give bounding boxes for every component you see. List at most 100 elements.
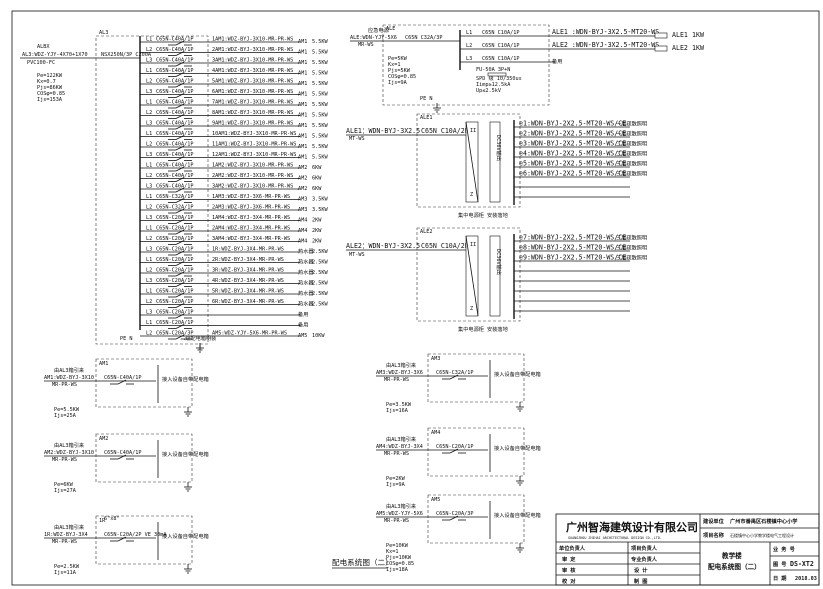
load-kw: 10KW <box>312 333 325 339</box>
ale2-name: ALE2 <box>420 229 433 235</box>
dest-label: 接入设备自带配电箱 <box>162 450 209 458</box>
breaker-label: C65N-C40A/1P <box>156 184 193 190</box>
emergency-light-icon <box>654 45 668 52</box>
load-dest: AM4 <box>298 239 307 245</box>
breaker-icon <box>168 303 192 308</box>
ale-main-breaker: C65N C32A/3P <box>405 35 442 41</box>
breaker-label: C65N-C40A/1P <box>156 110 193 116</box>
spd-text: Iimp≥12.5kA <box>476 82 511 88</box>
load-dest: 热水器 <box>298 247 314 255</box>
breaker-icon <box>168 124 192 130</box>
param: Pe=6KW <box>54 482 74 488</box>
tb-right-label: 业 务 号 <box>773 545 795 553</box>
load-dest: 三层疏散照明 <box>616 254 647 262</box>
load-dest: AM5 <box>298 333 307 339</box>
load-kw: 5.5KW <box>312 71 328 77</box>
breaker-icon <box>110 454 134 460</box>
load-kw: 5.5KW <box>312 102 328 108</box>
load-dest: 热水器 <box>298 300 314 308</box>
breaker-label: C65N-C40A/1P <box>156 79 193 85</box>
phase-label: L2 <box>146 47 152 53</box>
breaker-label: C65N-C20A/1P <box>156 320 193 326</box>
phase-label: L2 <box>146 205 152 211</box>
cable-label: 2AM3:WDZ-BYJ-3X6-MR-PR-WS <box>212 205 290 211</box>
load-dest: ALE1 <box>672 31 688 39</box>
cable-label: 6AM1:WDZ-BYJ-3X10-MR-PR-WS <box>212 89 293 95</box>
phase-label: L1 <box>146 37 152 43</box>
feeder-label: 由AL3箱引来 <box>54 366 85 374</box>
breaker-label: C65N-C20A/1P <box>156 226 193 232</box>
load-dest: 三层疏散照明 <box>616 160 647 168</box>
cable-label: 12AM1:WDZ-BYJ-3X10-MR-PR-WS <box>212 152 296 158</box>
feeder-label: 由AL3箱引来 <box>386 435 417 443</box>
breaker-label: C65N C10A/1P <box>482 56 519 62</box>
ground-icon <box>184 482 192 492</box>
load-dest: AM1 <box>298 92 307 98</box>
load-dest: AM2 <box>298 165 307 171</box>
ground-icon <box>196 343 204 353</box>
param: Ijs=25A <box>54 413 77 419</box>
phase-label: L3 <box>146 152 152 158</box>
spd-text: Up≤2.5kV <box>476 88 501 94</box>
tb-role: 审 定 <box>562 555 576 563</box>
breaker-label: C65N C10A/1P <box>482 30 519 36</box>
ale2-circuit-rows: e7:WDN-BYJ-2X2.5-MT20-WS/CE三层疏散照明e8:WDN-… <box>514 234 647 312</box>
load-kw: 2.5KW <box>312 249 328 255</box>
sub-board-1r: 1R由AL3箱引来1R:WDZ-BYJ-3X4MR-PR-WSC65N-C20A… <box>44 515 209 576</box>
phase-label: L3 <box>146 215 152 221</box>
load-dest: AM1 <box>298 155 307 161</box>
phase-label: L2 <box>146 236 152 242</box>
sub-board-box <box>427 494 525 544</box>
load-dest: AM3 <box>298 197 307 203</box>
ale2-dc-box <box>489 235 501 317</box>
cable-label: e5:WDN-BYJ-2X2.5-MT20-WS/CE <box>519 160 626 168</box>
sheet-border <box>11 10 820 586</box>
load-kw: 5.5KW <box>312 144 328 150</box>
breaker-icon <box>110 536 134 542</box>
cable-label: 4R:WDZ-BYJ-3X4-MR-PR-WS <box>212 278 284 284</box>
load-dest: AM1 <box>298 134 307 140</box>
param: Pe=2KW <box>386 476 406 482</box>
ale-conduit: MR-WS <box>358 42 374 48</box>
breaker-icon <box>110 379 134 385</box>
load-dest: AM1 <box>298 71 307 77</box>
param: Ijs=27A <box>54 488 77 494</box>
param: Ijs=9A <box>388 80 408 86</box>
dest-label: 接入设备自带配电箱 <box>162 375 209 383</box>
load-dest: AM1 <box>298 113 307 119</box>
phase-label: L1 <box>146 226 152 232</box>
breaker-label: C65N-C20A/1P <box>156 236 193 242</box>
ground-icon <box>184 407 192 417</box>
cable-label: 1R:WDZ-BYJ-3X4-MR-PR-WS <box>212 247 284 253</box>
cable-label: 5AM1:WDZ-BYJ-3X10-MR-PR-WS <box>212 79 293 85</box>
ale2-dc: DC36V输出 <box>495 249 503 275</box>
load-kw: 2KW <box>312 218 322 224</box>
param: Pjs=5KW <box>388 68 411 74</box>
load-dest: AM4 <box>298 218 307 224</box>
load-dest: 二层疏散照明 <box>616 140 647 148</box>
load-dest: AM1 <box>298 144 307 150</box>
cable-label: 8AM1:WDZ-BYJ-3X10-MR-PR-WS <box>212 110 293 116</box>
ale2-roman: II <box>470 242 476 248</box>
cable-label: e1:WDN-BYJ-2X2.5-MT20-WS/CE <box>519 120 626 128</box>
load-dest: AM3 <box>298 207 307 213</box>
tb-right-label: 图 号 <box>773 560 787 568</box>
phase-label: L3 <box>146 184 152 190</box>
param: Ijs=11A <box>54 570 77 576</box>
load-kw: 6KW <box>312 186 322 192</box>
